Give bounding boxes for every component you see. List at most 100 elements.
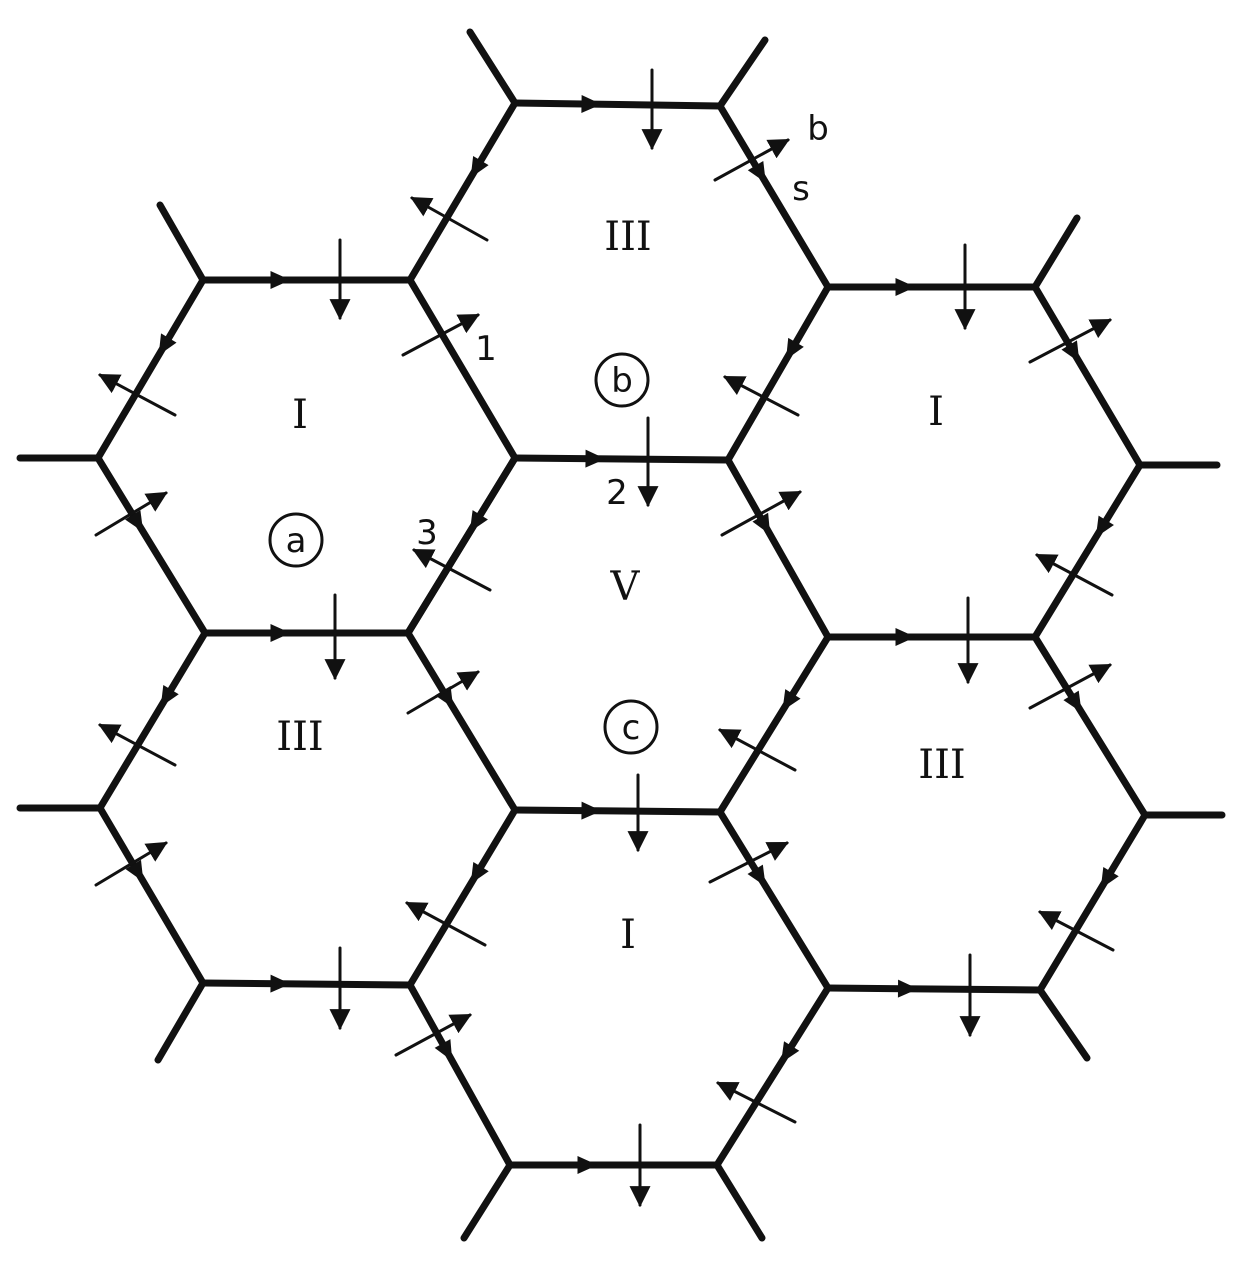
boundary-stub bbox=[460, 1161, 514, 1242]
hex-label-lower-right: III bbox=[918, 742, 965, 788]
cross-arrow bbox=[716, 1081, 797, 1124]
lattice-edge bbox=[96, 804, 207, 987]
boundary-stub bbox=[716, 36, 769, 110]
cross-arrow bbox=[1038, 910, 1115, 952]
edge-direction-arrowhead bbox=[895, 628, 916, 646]
hex-label-top: III bbox=[604, 214, 651, 260]
edge-direction-arrowhead bbox=[781, 1041, 800, 1063]
cross-arrow bbox=[713, 138, 790, 182]
cross-arrow bbox=[98, 373, 177, 417]
edge-direction-arrowhead bbox=[581, 801, 602, 820]
edge-direction-arrowhead bbox=[1100, 866, 1119, 889]
lattice-edge bbox=[1031, 283, 1144, 469]
edge-direction-arrowhead bbox=[435, 686, 454, 708]
boundary-stub bbox=[713, 1161, 766, 1242]
cross-arrow bbox=[718, 728, 797, 772]
boundary-stub bbox=[156, 201, 207, 284]
cross-arrow bbox=[94, 841, 168, 887]
lattice-edge bbox=[406, 276, 519, 462]
edge-direction-arrowhead bbox=[434, 1039, 453, 1062]
lattice-edge bbox=[724, 283, 832, 464]
lattice-edge bbox=[406, 806, 519, 989]
lattice-edge bbox=[716, 808, 832, 992]
lattice-edge bbox=[1031, 461, 1144, 641]
lattice-edges bbox=[16, 28, 1226, 1242]
lattice-edge bbox=[713, 984, 832, 1169]
edge-direction-arrowhead bbox=[895, 278, 916, 296]
edge-direction-arrowhead bbox=[752, 512, 771, 535]
boundary-stub bbox=[154, 979, 207, 1064]
edge-direction-arrowhead bbox=[125, 510, 144, 532]
svg-text:a: a bbox=[286, 521, 307, 561]
lattice-edge bbox=[94, 454, 209, 637]
lattice-edge bbox=[716, 102, 832, 291]
lattice-edge bbox=[94, 276, 207, 462]
lattice-edge bbox=[511, 454, 732, 464]
edge-direction-arrowhead bbox=[469, 510, 488, 532]
circled-label-b: b bbox=[594, 352, 650, 408]
svg-text:c: c bbox=[622, 708, 641, 748]
edge-direction-arrowhead bbox=[1095, 515, 1114, 538]
hex-label-upper-right: I bbox=[928, 389, 944, 435]
edge-direction-arrowhead bbox=[581, 94, 602, 113]
lattice-edge bbox=[406, 99, 519, 284]
cross-arrow bbox=[394, 1013, 472, 1057]
cross-arrow bbox=[401, 313, 480, 357]
lattice-edge bbox=[511, 99, 724, 110]
edge-direction-arrowhead bbox=[270, 974, 291, 993]
lattice-edge bbox=[404, 629, 519, 814]
svg-text:b: b bbox=[611, 361, 633, 401]
hex-label-bottom: I bbox=[620, 912, 636, 958]
edge-direction-arrowhead bbox=[786, 337, 804, 360]
boundary-stub bbox=[466, 28, 519, 107]
boundary-stub bbox=[1036, 986, 1091, 1062]
hex-label-lower-left: III bbox=[276, 714, 323, 760]
lattice-edge bbox=[404, 454, 519, 637]
edge-direction-arrowhead bbox=[747, 864, 766, 887]
edge-direction-arrowhead bbox=[125, 859, 144, 882]
edge-direction-arrowhead bbox=[897, 979, 919, 998]
cross-arrow bbox=[1028, 663, 1112, 710]
edge-label-3: 3 bbox=[416, 513, 438, 553]
cross-arrow bbox=[1035, 553, 1114, 597]
cross-arrow bbox=[405, 901, 487, 947]
lattice-edge bbox=[1036, 811, 1149, 994]
cross-arrow bbox=[708, 841, 789, 884]
edge-direction-arrowhead bbox=[270, 271, 291, 289]
lattice-edge bbox=[96, 629, 209, 812]
lattice-edge bbox=[406, 981, 514, 1169]
edge-direction-arrowhead bbox=[158, 333, 177, 356]
hex-label-center: V bbox=[610, 564, 641, 610]
boundary-stub bbox=[1031, 214, 1081, 291]
lattice-edge bbox=[199, 979, 414, 989]
edge-direction-arrows bbox=[125, 94, 1119, 1174]
cross-arrow bbox=[412, 548, 492, 592]
edge-label-b: b bbox=[807, 109, 829, 149]
lattice-edge bbox=[824, 984, 1044, 994]
edge-direction-arrowhead bbox=[747, 160, 766, 183]
edge-label-2: 2 bbox=[606, 473, 628, 513]
edge-direction-arrowhead bbox=[782, 689, 801, 711]
edge-direction-arrowhead bbox=[270, 624, 291, 642]
edge-direction-arrowhead bbox=[1063, 690, 1082, 713]
edge-label-s: s bbox=[792, 169, 810, 209]
edge-direction-arrowhead bbox=[1061, 340, 1080, 363]
cross-arrow bbox=[720, 490, 802, 537]
cross-arrow bbox=[410, 196, 489, 242]
edge-label-1: 1 bbox=[475, 329, 497, 369]
lattice-edge bbox=[724, 456, 832, 641]
cross-arrow bbox=[723, 375, 800, 417]
cross-arrow bbox=[1028, 318, 1112, 364]
lattice-edge bbox=[1031, 633, 1149, 819]
edge-direction-arrowhead bbox=[160, 684, 179, 707]
cross-arrows bbox=[94, 68, 1115, 1208]
lattice-edge bbox=[511, 806, 724, 816]
edge-direction-arrowhead bbox=[585, 449, 606, 468]
cross-arrow bbox=[98, 723, 177, 767]
circled-label-a: a bbox=[268, 512, 324, 568]
cross-arrow bbox=[94, 491, 168, 537]
edge-direction-arrowhead bbox=[470, 155, 489, 178]
circled-label-c: c bbox=[603, 699, 659, 755]
